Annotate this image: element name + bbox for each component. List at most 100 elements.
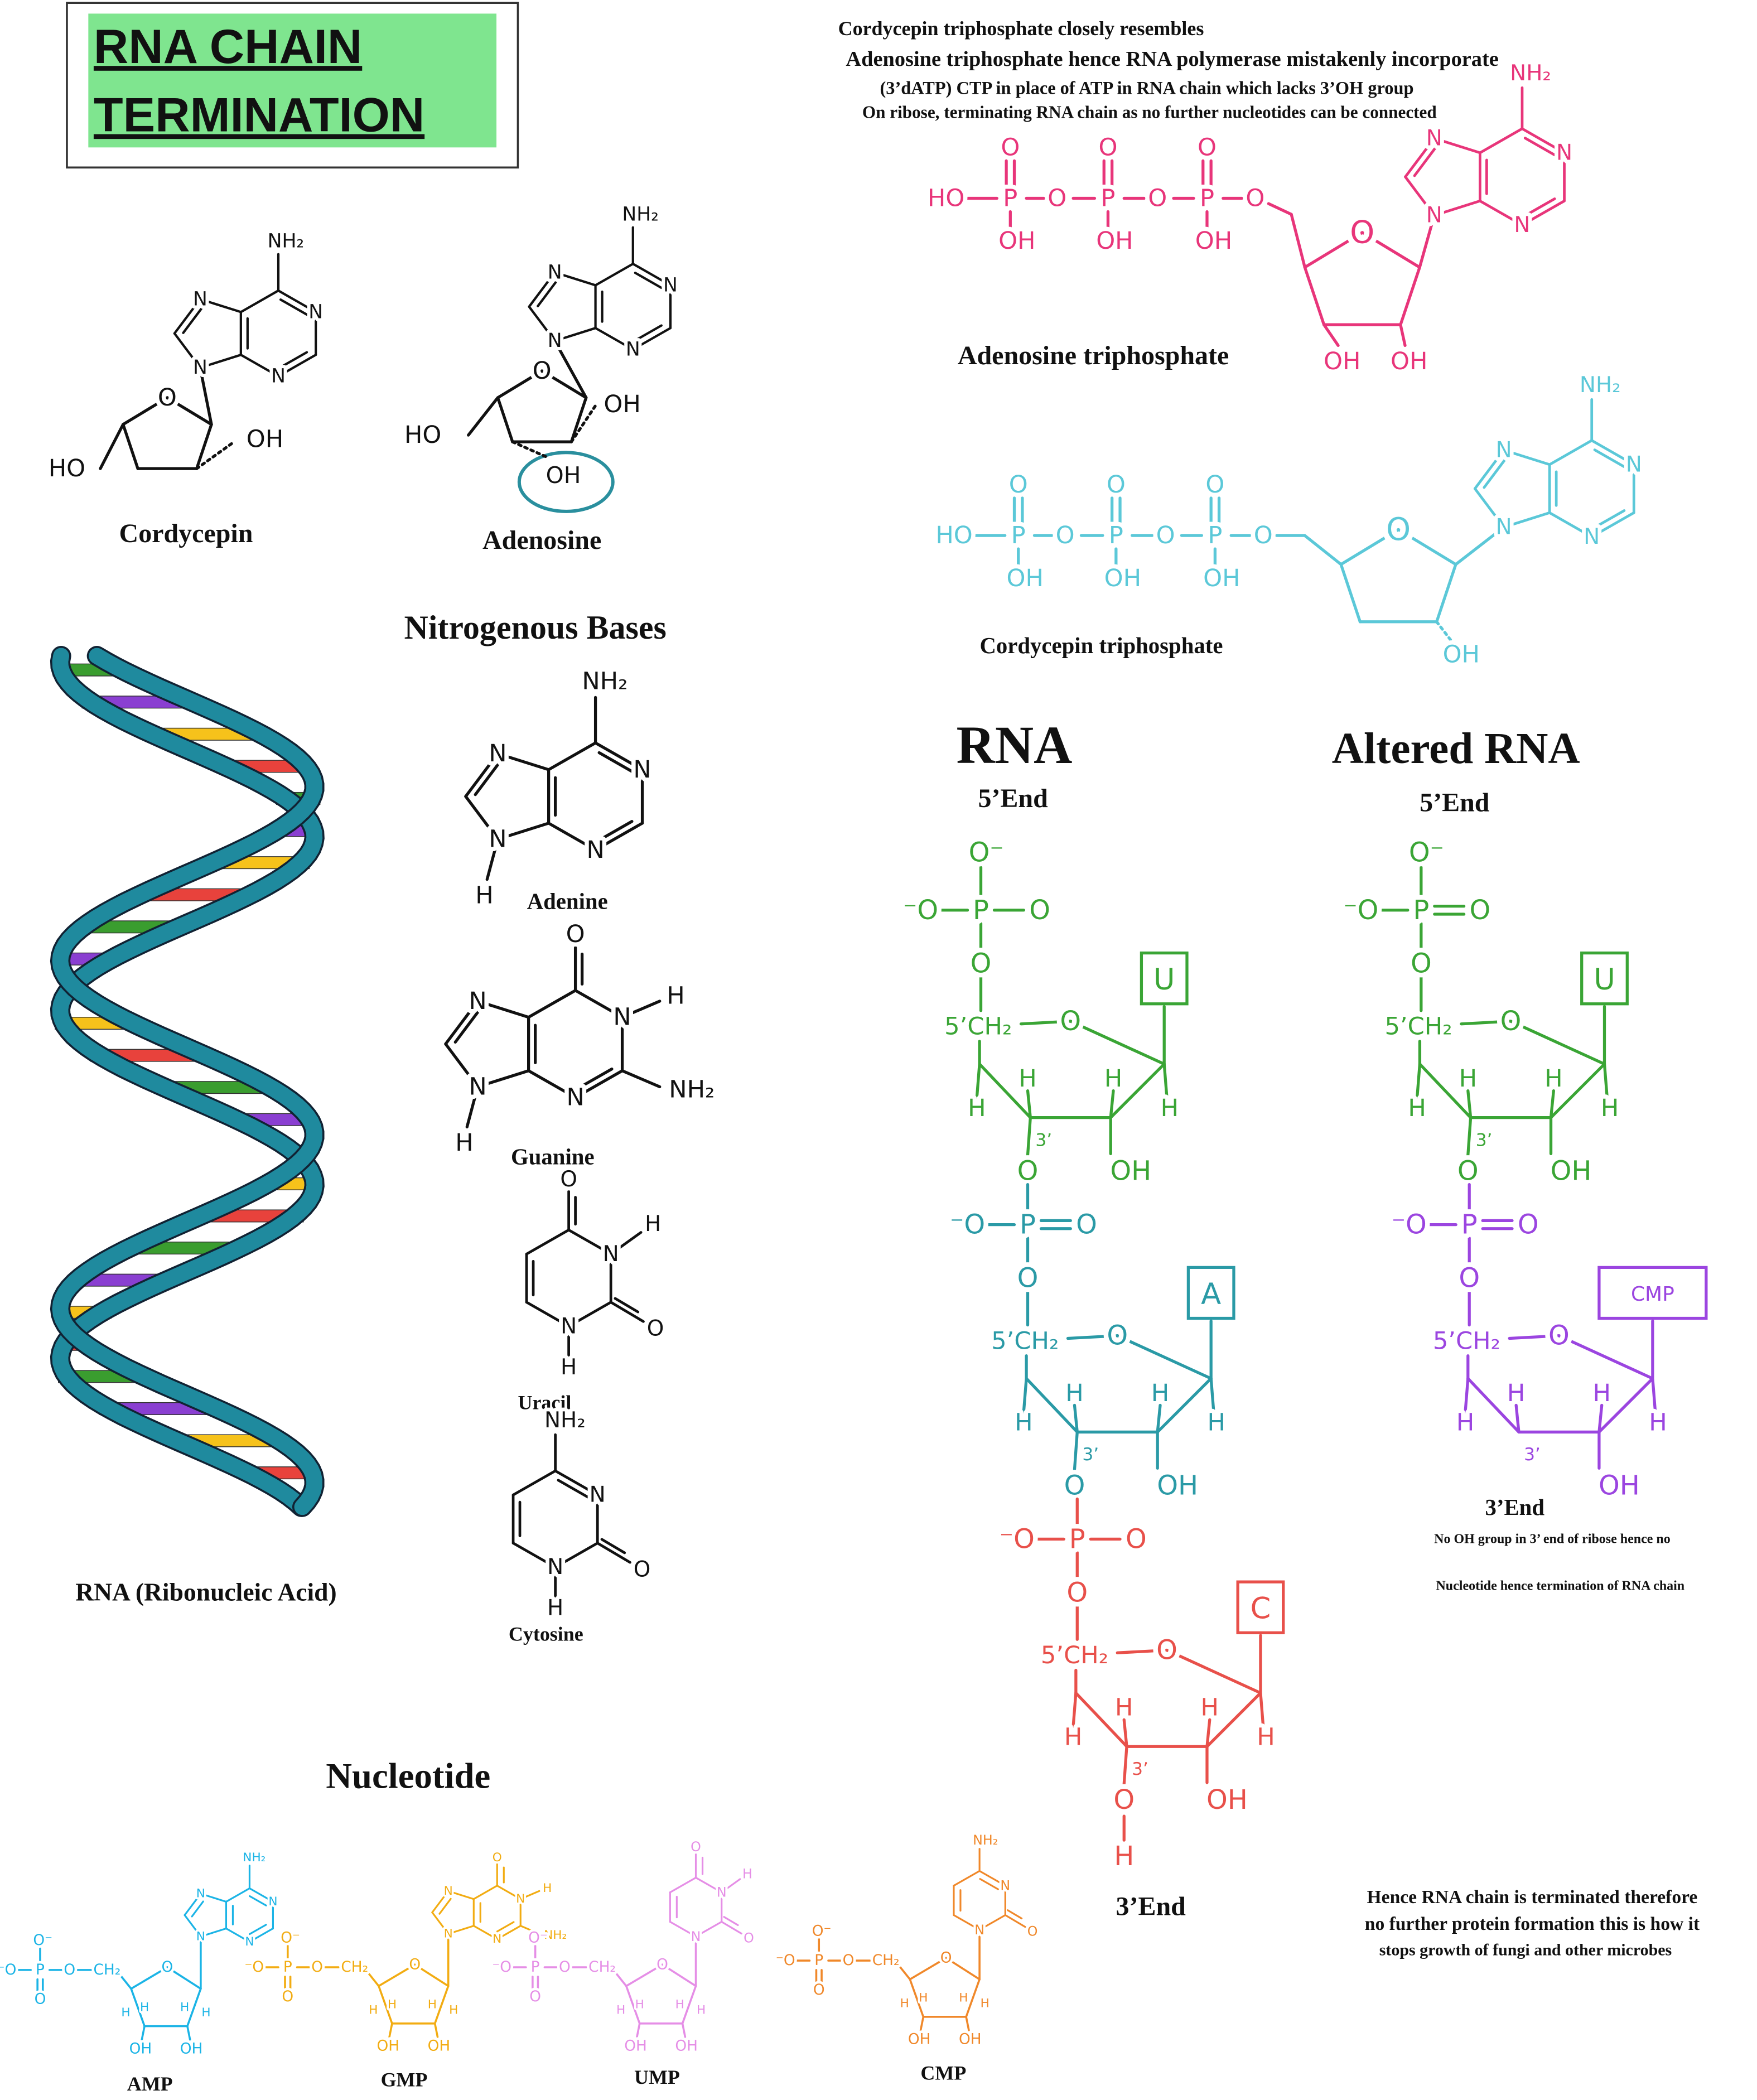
bond <box>596 1542 631 1564</box>
atom-label: P <box>1011 522 1026 549</box>
bond <box>496 1921 515 1933</box>
bond <box>540 369 588 399</box>
bonds <box>511 1433 631 1597</box>
bond <box>1205 1691 1262 1748</box>
atom-label: N <box>1626 452 1642 477</box>
bond <box>1290 213 1306 269</box>
bond <box>1259 1691 1265 1728</box>
atom-label: O <box>1457 1156 1479 1187</box>
bond <box>239 289 280 313</box>
atom-label: H <box>900 1996 909 2010</box>
atom-label: P <box>1003 184 1017 212</box>
conclusion-line-3: stops growth of fungi and other microbes <box>1379 1940 1672 1959</box>
bond <box>634 324 663 342</box>
bond <box>166 1966 202 1990</box>
atom-label: O <box>1459 1263 1480 1294</box>
atom-label: H <box>981 1996 989 2010</box>
atom-label: O <box>282 1988 293 2005</box>
bond <box>1466 1116 1473 1157</box>
atom-label: ⁻O <box>244 1959 264 1976</box>
bond <box>199 354 242 369</box>
atom-label: O <box>1048 184 1066 212</box>
bond <box>279 351 308 369</box>
atom-label: H <box>1201 1694 1219 1722</box>
bond <box>1122 1745 1128 1786</box>
bond <box>366 1971 380 1987</box>
bond <box>464 795 500 841</box>
bond <box>919 2016 925 2031</box>
bond <box>1479 199 1524 226</box>
bond <box>476 1000 530 1019</box>
atom-label: H <box>1015 1409 1032 1437</box>
bond <box>1413 147 1436 177</box>
atom-label: P <box>1208 522 1222 549</box>
bonds <box>444 946 662 1129</box>
atom-label: N <box>586 836 604 864</box>
bond <box>200 1893 228 1903</box>
intro-line-1: Cordycepin triphosphate closely resemble… <box>838 17 1204 40</box>
atom-label: N <box>548 330 562 352</box>
bond <box>1004 1914 1026 1928</box>
bond <box>625 1985 641 2025</box>
atom-label: O <box>1198 133 1217 161</box>
bond <box>464 752 500 798</box>
atom-label: P <box>1020 1209 1036 1240</box>
bonds <box>15 1865 274 2041</box>
atom-label: H <box>675 1998 684 2012</box>
bond <box>1109 1063 1166 1119</box>
atom-label: O <box>493 1851 502 1865</box>
atom-label: H <box>1208 1409 1225 1437</box>
bond <box>195 440 236 470</box>
atom-label: N <box>1496 437 1512 462</box>
bond <box>277 354 317 378</box>
atom-label: H <box>1601 1094 1619 1122</box>
bond <box>467 396 500 437</box>
atom-label: 5’CH₂ <box>1041 1642 1108 1669</box>
bonds <box>968 398 1635 641</box>
atom-label: O <box>1076 1209 1097 1240</box>
bond <box>573 1069 624 1099</box>
atom-label: H <box>201 2006 210 2020</box>
bond <box>511 1469 557 1496</box>
atom-label: H <box>369 2003 378 2017</box>
bond <box>978 1914 1006 1931</box>
bond <box>496 1885 522 1900</box>
bond <box>979 1878 999 1890</box>
atom-label: P <box>531 1959 540 1976</box>
missing-3-oh-highlight <box>517 451 615 513</box>
atom-label: O <box>1126 1523 1147 1555</box>
atom-label: 3’ <box>1524 1445 1541 1465</box>
bond <box>537 281 557 307</box>
bond <box>485 838 500 881</box>
bond <box>413 1963 450 1987</box>
bond <box>573 989 624 1019</box>
bond <box>553 271 597 287</box>
bond <box>554 1542 599 1569</box>
atom-label: O <box>744 1930 754 1946</box>
atom-label: H <box>1459 1065 1477 1093</box>
bond <box>965 1978 981 2018</box>
intro-line-4: On ribose, terminating RNA chain as no f… <box>862 103 1437 122</box>
atom-label: O <box>35 1991 46 2008</box>
base-letter: U <box>1594 963 1615 997</box>
atom-label: O <box>1148 184 1167 212</box>
bond <box>496 822 551 841</box>
rna-heading: RNA <box>957 715 1073 775</box>
bond <box>444 1042 480 1089</box>
bond <box>1122 1718 1128 1748</box>
atom-label: O <box>1066 1577 1088 1608</box>
atom-label: O⁻ <box>33 1932 52 1949</box>
bond <box>225 1887 251 1903</box>
rna-full-label: RNA (Ribonucleic Acid) <box>75 1578 336 1606</box>
atom-label: H <box>561 1355 577 1380</box>
bond <box>553 339 588 399</box>
bond <box>1267 202 1293 216</box>
